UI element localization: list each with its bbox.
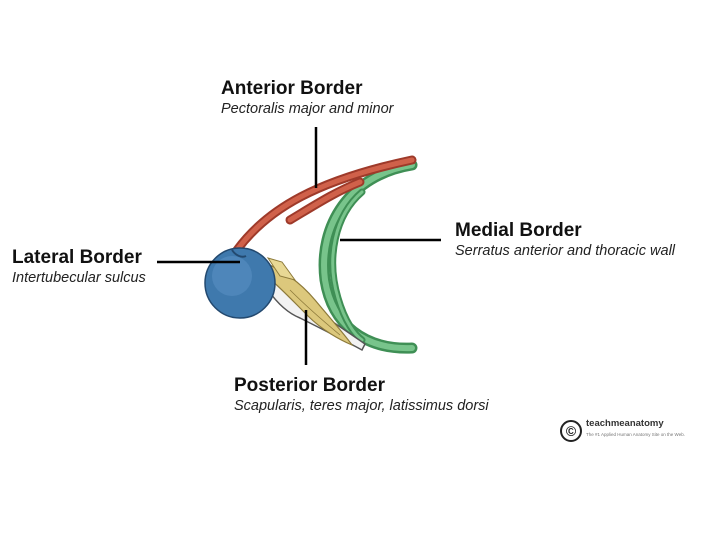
lateral-border-title: Lateral Border <box>12 247 142 268</box>
medial-border-subtitle: Serratus anterior and thoracic wall <box>455 243 676 259</box>
posterior-muscles <box>261 257 354 347</box>
pectoral-muscles <box>232 155 417 255</box>
posterior-border-subtitle: Scapularis, teres major, latissimus dors… <box>234 398 489 414</box>
logo-tagline: The #1 Applied Human Anatomy Site on the… <box>586 432 685 437</box>
posterior-border-label: Posterior Border Scapularis, teres major… <box>234 375 494 416</box>
medial-border-title: Medial Border <box>455 220 582 241</box>
lateral-border-subtitle: Intertubecular sulcus <box>12 270 146 286</box>
anterior-border-title: Anterior Border <box>221 78 363 99</box>
anterior-border-label: Anterior Border Pectoralis major and min… <box>221 78 393 119</box>
medial-border-label: Medial Border Serratus anterior and thor… <box>455 220 675 261</box>
leader-lines <box>157 127 441 365</box>
serratus-anterior-muscle <box>318 159 418 354</box>
logo-name: teachmeanatomy <box>586 418 664 429</box>
copyright-icon: © <box>560 420 582 442</box>
anterior-border-subtitle: Pectoralis major and minor <box>221 101 394 117</box>
lateral-border-label: Lateral Border Intertubecular sulcus <box>12 247 146 288</box>
humerus-head <box>204 247 276 319</box>
teachmeanatomy-logo: © teachmeanatomy The #1 Applied Human An… <box>560 418 710 446</box>
posterior-border-title: Posterior Border <box>234 375 385 396</box>
